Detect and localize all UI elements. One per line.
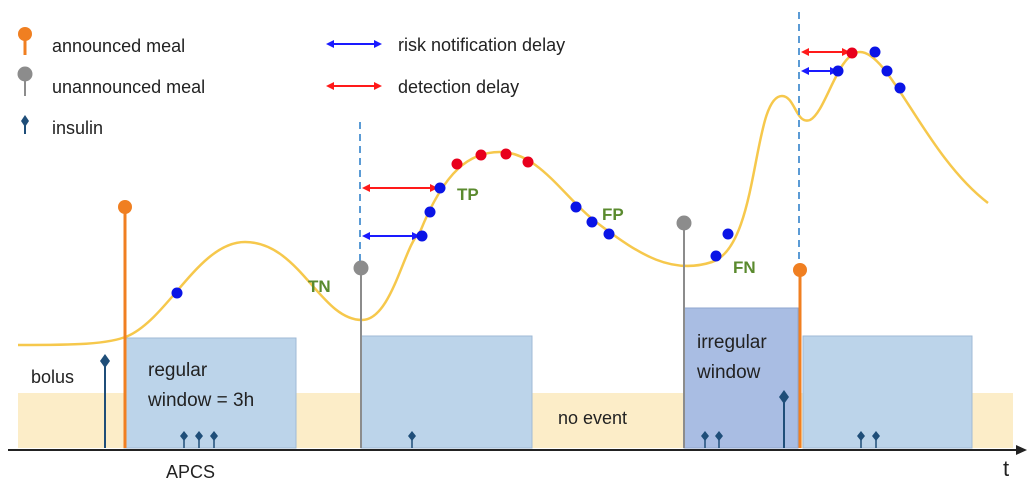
- window-4: [802, 335, 973, 449]
- legend-risk-label: risk notification delay: [398, 35, 565, 55]
- regular-window-label-2: window = 3h: [147, 390, 254, 411]
- fn-label: FN: [733, 258, 756, 277]
- irregular-window: [683, 307, 799, 449]
- irregular-window-label-1: irregular: [697, 332, 767, 353]
- legend-insulin-label: insulin: [52, 118, 103, 138]
- red-detection-dots: [451, 47, 858, 170]
- fp-label: FP: [602, 205, 624, 224]
- insulin-micro-doses: [180, 431, 880, 448]
- tp-label: TP: [457, 185, 479, 204]
- announced-meal-2: [793, 263, 807, 448]
- blue-detection-dots: [171, 46, 906, 299]
- legend-announced-marker: [18, 27, 32, 55]
- glucose-curve: [17, 50, 989, 347]
- apcs-label: APCS: [166, 462, 215, 482]
- irregular-window-label-2: window: [696, 362, 761, 383]
- no-event-label: no event: [558, 408, 627, 428]
- risk-notification-arrow-1: [362, 232, 420, 240]
- risk-notification-arrow-2: [801, 67, 838, 75]
- tn-label: TN: [308, 277, 331, 296]
- unannounced-meal-2: [676, 215, 692, 448]
- legend-detection-label: detection delay: [398, 77, 519, 97]
- detection-delay-arrow-2: [801, 48, 850, 56]
- regular-window: [123, 337, 297, 449]
- insulin-bolus-2: [779, 390, 789, 448]
- detection-delay-arrow-1: [362, 184, 438, 192]
- legend-insulin-marker: [21, 115, 29, 134]
- time-axis: [8, 445, 1027, 455]
- legend-detection-arrow: [326, 82, 382, 90]
- legend-announced-label: announced meal: [52, 36, 185, 56]
- legend-unannounced-label: unannounced meal: [52, 77, 205, 97]
- insulin-bolus-1: [100, 354, 110, 448]
- time-axis-label: t: [1003, 456, 1009, 481]
- legend-risk-arrow: [326, 40, 382, 48]
- legend-unannounced-marker: [17, 66, 33, 96]
- announced-meal-1: [118, 200, 132, 448]
- regular-window-label-1: regular: [148, 360, 208, 381]
- unannounced-meal-1: [353, 260, 369, 448]
- bolus-label: bolus: [31, 367, 74, 387]
- window-2: [360, 335, 533, 449]
